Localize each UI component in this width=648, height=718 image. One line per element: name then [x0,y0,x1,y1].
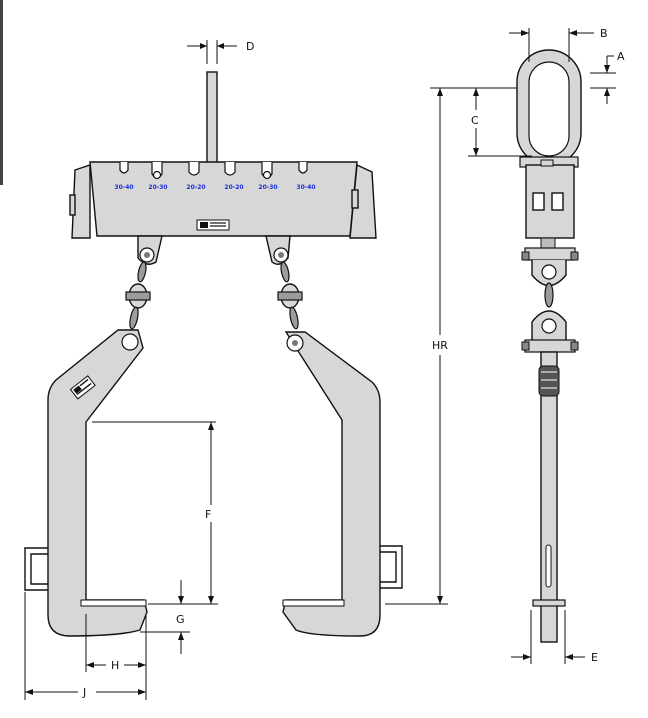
notch-label-2: 20-30 [148,184,167,191]
spreader-beam [69,161,377,239]
dim-label-h: H [111,659,119,672]
dim-a [590,55,616,104]
dim-b [509,28,594,62]
right-chain [277,261,303,330]
dim-f [92,421,218,605]
dim-label-f: F [205,508,211,521]
left-side-handle [24,547,48,591]
notch-label-4: 20-20 [224,184,243,191]
dim-label-g: G [176,613,185,626]
dim-d [187,40,237,64]
left-chain [125,261,151,330]
dim-e [511,610,585,664]
dim-label-b: B [600,27,608,40]
dim-g [140,580,190,654]
left-tong-arm [47,329,148,637]
left-jaw-pad [80,599,147,607]
side-arm-profile [532,351,566,643]
side-lower-shackle [521,310,579,353]
side-bracket [525,159,575,249]
notch-label-3: 20-20 [186,184,205,191]
side-chain-link [544,282,554,308]
dim-label-j: J [82,686,86,699]
dim-label-a: A [617,50,625,63]
dim-label-d: D [246,40,254,53]
left-arm-pivot [121,333,139,351]
dim-h [85,614,147,700]
dim-label-hr: HR [432,339,448,352]
right-tong-arm [282,331,381,637]
left-arm-label [69,375,96,400]
dim-label-c: C [471,114,479,127]
notch-label-6: 30-40 [296,184,315,191]
right-side-handle [380,545,403,589]
notch-label-5: 20-30 [258,184,277,191]
side-lifting-eye [516,49,582,168]
side-upper-shackle [521,247,579,287]
dim-j [24,592,146,700]
edge-bar [0,0,3,185]
dim-hr [385,87,522,605]
notch-label-1: 30-40 [114,184,133,191]
dim-label-e: E [591,651,598,664]
right-jaw-pad [282,599,345,607]
dim-c [468,88,532,157]
